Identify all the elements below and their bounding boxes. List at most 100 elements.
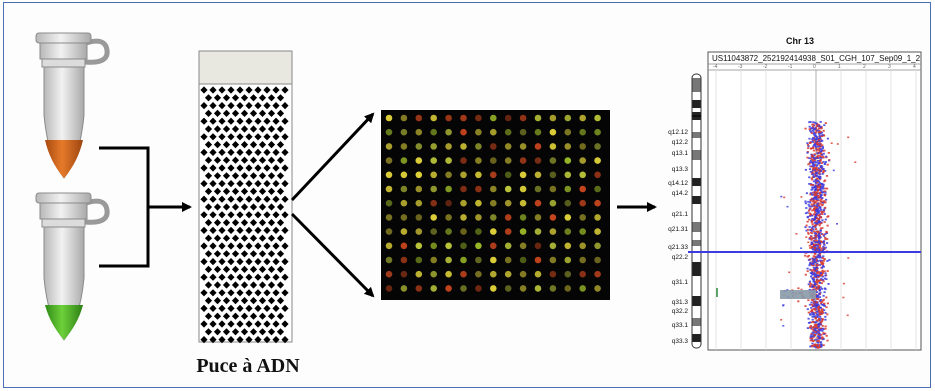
array-spot <box>200 211 208 219</box>
array-spot <box>231 281 240 289</box>
array-spot <box>213 265 222 273</box>
array-spot <box>258 312 267 320</box>
array-spot <box>276 312 285 320</box>
scan-spot <box>519 256 527 264</box>
scan-spot <box>594 199 601 207</box>
array-spot <box>213 125 222 133</box>
array-spot <box>218 133 226 141</box>
scan-spot <box>415 157 423 164</box>
scan-spot <box>594 256 601 264</box>
array-spot <box>240 219 249 227</box>
array-spot <box>272 211 280 219</box>
array-spot <box>276 125 285 133</box>
scan-spot <box>385 285 393 292</box>
array-spot <box>218 102 226 110</box>
array-spot <box>227 258 235 266</box>
array-spot <box>281 195 289 203</box>
array-spot <box>222 125 231 133</box>
array-spot <box>254 180 262 188</box>
band-label: q12.12 <box>668 129 688 136</box>
merge-connector <box>99 146 192 268</box>
array-spot <box>204 187 213 195</box>
array-spot <box>281 226 289 234</box>
array-spot <box>254 195 262 203</box>
array-spot <box>218 86 226 94</box>
array-spot <box>200 133 208 141</box>
array-spot <box>281 304 289 312</box>
array-spot <box>209 336 217 344</box>
scan-spot <box>400 143 408 150</box>
array-spot <box>258 328 267 336</box>
array-spot <box>231 328 240 336</box>
array-spot <box>267 250 276 258</box>
array-spot <box>272 164 280 172</box>
scan-spot <box>504 171 512 179</box>
scan-spot <box>415 242 423 250</box>
array-spot <box>240 250 249 258</box>
scan-spot <box>445 214 452 221</box>
x-tick-label: 4 <box>913 64 916 70</box>
array-spot <box>258 219 267 227</box>
scan-spot <box>385 128 393 136</box>
scan-spot <box>445 228 452 235</box>
scan-spot <box>385 214 393 221</box>
array-spot <box>276 219 285 227</box>
array-spot <box>213 94 222 102</box>
scan-spot <box>534 171 542 179</box>
array-spot <box>200 148 208 156</box>
array-spot <box>200 242 208 250</box>
scan-spot <box>579 214 586 221</box>
scan-spot <box>475 157 482 164</box>
array-spot <box>272 258 280 266</box>
array-spot <box>222 297 231 305</box>
array-spot <box>213 281 222 289</box>
array-spot <box>209 304 217 312</box>
array-spot <box>218 164 226 172</box>
array-spot <box>218 148 226 156</box>
array-spot <box>258 172 267 180</box>
array-spot <box>200 273 208 281</box>
array-spot <box>281 133 289 141</box>
scan-spot <box>549 214 557 221</box>
scan-spot <box>519 285 527 292</box>
array-spot <box>231 312 240 320</box>
array-spot <box>272 289 280 297</box>
array-spot <box>236 164 244 172</box>
array-spot <box>218 226 226 234</box>
array-spot <box>227 148 235 156</box>
array-spot <box>245 164 253 172</box>
scan-spot <box>430 228 438 235</box>
array-spot <box>240 265 249 273</box>
array-spot <box>254 289 262 297</box>
array-spot <box>236 211 244 219</box>
x-tick-label: -1 <box>788 64 793 70</box>
aberration-segment <box>780 290 816 299</box>
array-spot <box>218 211 226 219</box>
array-spot <box>240 125 249 133</box>
array-spot <box>222 312 231 320</box>
scan-spot <box>385 228 393 235</box>
scan-spot <box>460 157 467 164</box>
scan-spot <box>579 114 586 122</box>
scan-spot <box>564 270 572 278</box>
array-spot <box>281 273 289 281</box>
scan-spot <box>430 143 438 150</box>
array-spot <box>281 211 289 219</box>
array-spot <box>240 281 249 289</box>
array-spot <box>222 328 231 336</box>
array-spot <box>204 203 213 211</box>
scan-spot <box>519 114 527 122</box>
scan-spot <box>415 214 423 221</box>
scan-spot <box>579 285 586 292</box>
scan-spot <box>549 270 557 278</box>
array-spot <box>227 117 235 125</box>
array-spot <box>245 336 253 344</box>
array-spot <box>236 273 244 281</box>
scan-spot <box>460 285 467 292</box>
scan-spot <box>460 214 467 221</box>
band-label: q31.1 <box>671 279 688 286</box>
array-spot <box>231 172 240 180</box>
array-spot <box>236 133 244 141</box>
array-spot <box>209 211 217 219</box>
scan-spot <box>445 114 452 122</box>
